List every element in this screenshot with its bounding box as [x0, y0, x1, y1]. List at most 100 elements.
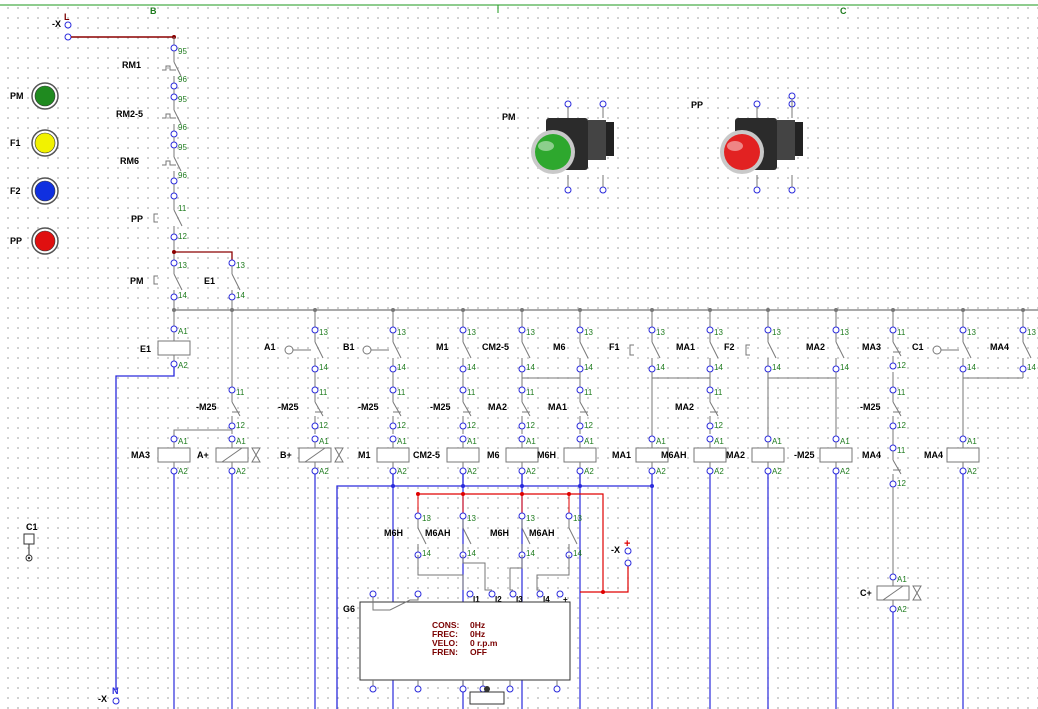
terminal[interactable] [648, 435, 656, 443]
coil[interactable] [693, 447, 727, 463]
terminal[interactable] [889, 422, 897, 430]
terminal[interactable] [959, 435, 967, 443]
terminal[interactable] [228, 422, 236, 430]
terminal[interactable] [565, 512, 573, 520]
terminal[interactable] [706, 422, 714, 430]
terminal[interactable] [170, 360, 178, 368]
terminal[interactable] [311, 326, 319, 334]
terminal[interactable] [228, 293, 236, 301]
terminal[interactable] [576, 422, 584, 430]
terminal[interactable] [389, 467, 397, 475]
terminal[interactable] [170, 435, 178, 443]
terminal[interactable] [228, 386, 236, 394]
terminal[interactable] [170, 177, 178, 185]
terminal[interactable] [459, 326, 467, 334]
terminal[interactable] [311, 422, 319, 430]
terminal[interactable] [414, 590, 422, 598]
terminal[interactable] [832, 467, 840, 475]
terminal[interactable] [556, 590, 564, 598]
terminal[interactable] [170, 141, 178, 149]
terminal[interactable] [459, 365, 467, 373]
terminal[interactable] [576, 467, 584, 475]
terminal[interactable] [518, 365, 526, 373]
terminal[interactable] [624, 559, 632, 567]
pushbutton-cap[interactable] [535, 134, 571, 170]
vfd-box[interactable] [359, 601, 571, 681]
terminal[interactable] [518, 467, 526, 475]
terminal[interactable] [389, 422, 397, 430]
coil[interactable] [376, 447, 410, 463]
terminal[interactable] [466, 590, 474, 598]
terminal[interactable] [518, 326, 526, 334]
terminal[interactable] [170, 44, 178, 52]
pushbutton-pm[interactable]: PM [502, 100, 614, 194]
pushbutton-cap[interactable] [724, 134, 760, 170]
terminal[interactable] [648, 365, 656, 373]
terminal[interactable] [889, 326, 897, 334]
terminal[interactable] [764, 435, 772, 443]
terminal[interactable] [311, 467, 319, 475]
terminal[interactable] [228, 435, 236, 443]
terminal[interactable] [624, 547, 632, 555]
supply-terminal-n[interactable] [112, 697, 120, 705]
terminal[interactable] [764, 365, 772, 373]
terminal[interactable] [706, 365, 714, 373]
terminal[interactable] [576, 326, 584, 334]
terminal[interactable] [518, 435, 526, 443]
terminal[interactable] [414, 512, 422, 520]
terminal[interactable] [536, 590, 544, 598]
terminal[interactable] [459, 685, 467, 693]
terminal[interactable] [228, 467, 236, 475]
terminal[interactable] [706, 326, 714, 334]
terminal[interactable] [170, 259, 178, 267]
terminal[interactable] [1019, 365, 1027, 373]
terminal[interactable] [228, 259, 236, 267]
coil[interactable] [446, 447, 480, 463]
terminal[interactable] [389, 326, 397, 334]
terminal[interactable] [564, 100, 572, 108]
terminal[interactable] [389, 435, 397, 443]
terminal[interactable] [170, 233, 178, 241]
terminal[interactable] [369, 590, 377, 598]
coil[interactable] [946, 447, 980, 463]
terminal[interactable] [459, 422, 467, 430]
coil-e1[interactable] [157, 340, 191, 356]
terminal[interactable] [706, 467, 714, 475]
terminal[interactable] [311, 386, 319, 394]
terminal[interactable] [518, 386, 526, 394]
terminal[interactable] [576, 435, 584, 443]
coil[interactable] [819, 447, 853, 463]
vfd-potentiometer[interactable] [469, 691, 505, 705]
supply-terminal-l2[interactable] [64, 33, 72, 41]
terminal[interactable] [170, 467, 178, 475]
terminal[interactable] [389, 386, 397, 394]
terminal[interactable] [889, 605, 897, 613]
terminal[interactable] [889, 480, 897, 488]
terminal[interactable] [706, 386, 714, 394]
terminal[interactable] [459, 435, 467, 443]
pushbutton-pp[interactable]: PP [691, 92, 803, 194]
terminal[interactable] [459, 512, 467, 520]
terminal[interactable] [311, 435, 319, 443]
terminal[interactable] [564, 186, 572, 194]
terminal[interactable] [170, 82, 178, 90]
terminal[interactable] [832, 435, 840, 443]
terminal[interactable] [832, 326, 840, 334]
terminal[interactable] [459, 467, 467, 475]
terminal[interactable] [788, 92, 796, 100]
terminal[interactable] [959, 326, 967, 334]
coil[interactable] [157, 447, 191, 463]
terminal[interactable] [369, 685, 377, 693]
terminal[interactable] [889, 386, 897, 394]
terminal[interactable] [832, 365, 840, 373]
terminal[interactable] [753, 100, 761, 108]
terminal[interactable] [959, 365, 967, 373]
terminal[interactable] [889, 444, 897, 452]
terminal[interactable] [518, 512, 526, 520]
terminal[interactable] [1019, 326, 1027, 334]
terminal[interactable] [488, 590, 496, 598]
terminal[interactable] [553, 685, 561, 693]
terminal[interactable] [389, 365, 397, 373]
terminal[interactable] [506, 685, 514, 693]
terminal[interactable] [576, 386, 584, 394]
